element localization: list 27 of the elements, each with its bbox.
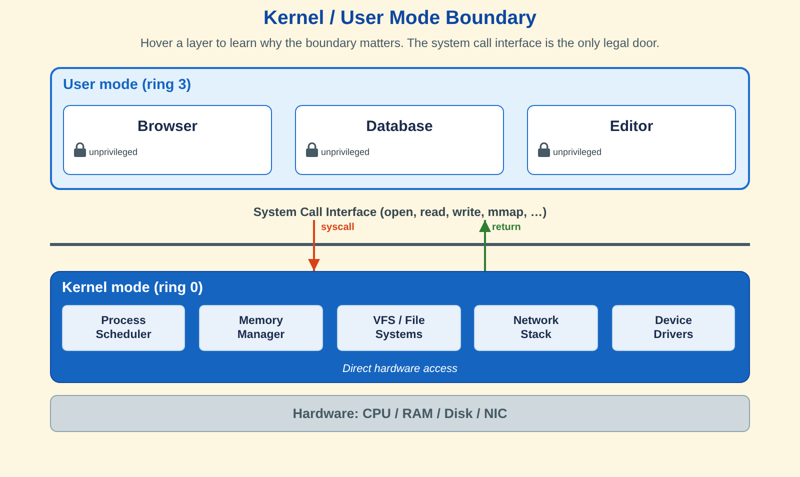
edge-label: return	[491, 222, 522, 233]
edge-label: syscall	[320, 222, 356, 233]
hardware-layer: Hardware: CPU / RAM / Disk / NIC	[50, 395, 750, 432]
app-card	[527, 105, 736, 175]
privilege-text: unprivileged	[321, 147, 370, 157]
app-card	[295, 105, 504, 175]
kernel-module: Network Stack	[474, 305, 598, 351]
privilege-text: unprivileged	[553, 147, 602, 157]
app-card	[63, 105, 272, 175]
panel-title: User mode (ring 3)	[63, 77, 192, 93]
subtitle-text: Hover a layer to learn why the boundary matters. The system call interface is the only legal door.	[140, 36, 660, 50]
diagram-title: Kernel / User Mode Boundary	[263, 7, 537, 29]
panel-title: Kernel mode (ring 0)	[62, 280, 203, 296]
kernel-module: Memory Manager	[199, 305, 323, 351]
panel-note: Direct hardware access	[342, 363, 458, 375]
kernel-mode-panel	[50, 271, 750, 383]
card-title: Database	[366, 118, 433, 135]
privilege-text: unprivileged	[89, 147, 138, 157]
kernel-module: Device Drivers	[612, 305, 735, 351]
card-title: Browser	[137, 118, 198, 135]
user-mode-panel	[50, 67, 750, 190]
arrow	[479, 220, 491, 271]
kernel-module: VFS / File Systems	[337, 305, 461, 351]
interface-label: System Call Interface (open, read, write, mmap, …)	[253, 205, 547, 219]
kernel-module: Process Scheduler	[62, 305, 185, 351]
card-title: Editor	[610, 118, 654, 135]
arrow	[308, 220, 320, 271]
